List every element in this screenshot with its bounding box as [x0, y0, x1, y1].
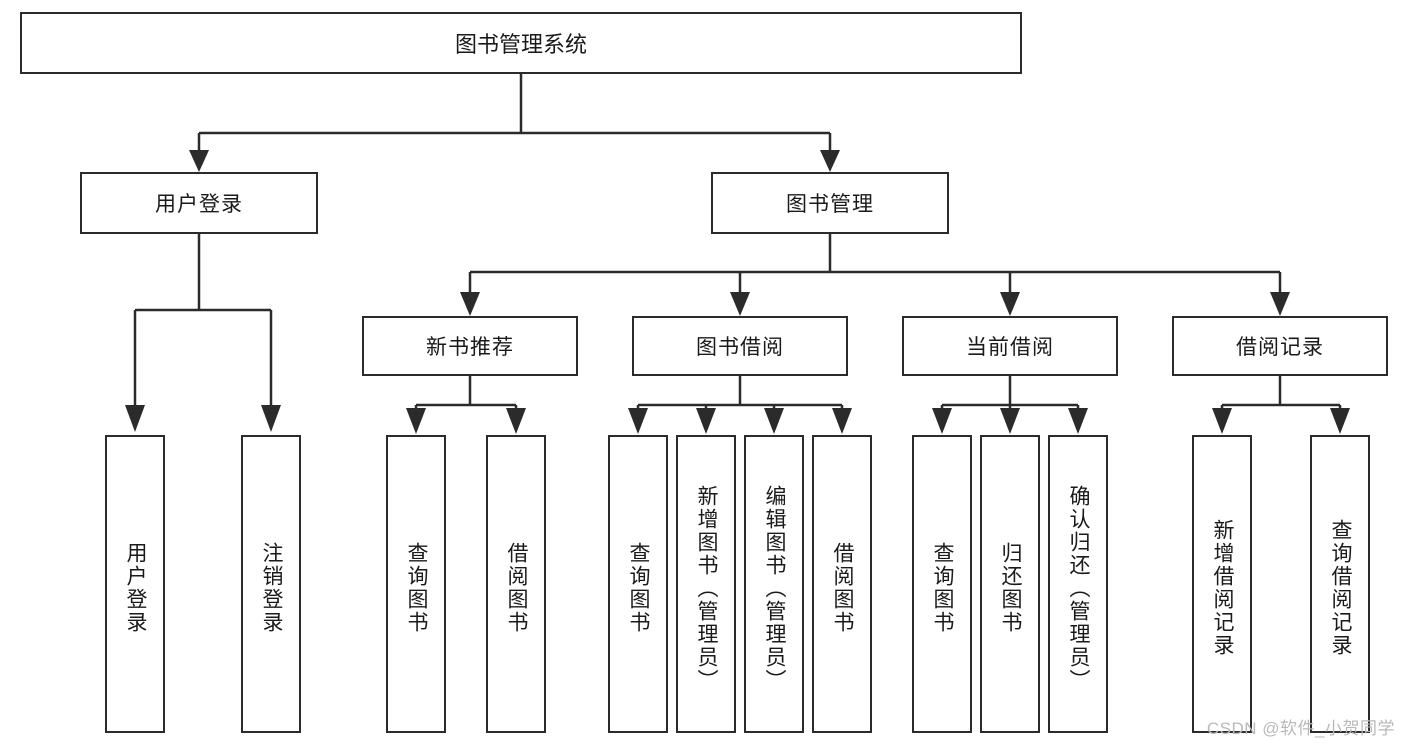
node-label: 新书推荐 [426, 336, 514, 359]
node-leaf-user-logout[interactable]: 注销登录 [241, 435, 301, 733]
node-current-borrow[interactable]: 当前借阅 [902, 316, 1118, 376]
node-leaf-query-book-1[interactable]: 查询图书 [386, 435, 446, 733]
node-leaf-borrow-book-1[interactable]: 借阅图书 [486, 435, 546, 733]
node-user-login[interactable]: 用户登录 [80, 172, 318, 234]
node-label: 借阅记录 [1236, 336, 1324, 359]
node-label: 图书管理系统 [454, 32, 587, 57]
node-leaf-add-record[interactable]: 新增借阅记录 [1192, 435, 1252, 733]
node-leaf-add-book[interactable]: 新增图书（管理员） [676, 435, 736, 733]
node-borrow-record[interactable]: 借阅记录 [1172, 316, 1388, 376]
node-leaf-edit-book[interactable]: 编辑图书（管理员） [744, 435, 804, 733]
node-label: 注销登录 [260, 542, 284, 634]
node-label: 查询借阅记录 [1329, 519, 1353, 657]
node-label: 查询图书 [627, 542, 651, 634]
node-label: 用户登录 [124, 542, 148, 634]
node-leaf-query-book-3[interactable]: 查询图书 [912, 435, 972, 733]
node-leaf-return-book[interactable]: 归还图书 [980, 435, 1040, 733]
node-label: 借阅图书 [831, 542, 855, 634]
node-leaf-query-book-2[interactable]: 查询图书 [608, 435, 668, 733]
node-label: 查询图书 [931, 542, 955, 634]
node-label: 图书管理 [786, 193, 874, 216]
node-leaf-borrow-book-2[interactable]: 借阅图书 [812, 435, 872, 733]
node-label: 新增借阅记录 [1211, 519, 1235, 657]
node-root-book-management-system[interactable]: 图书管理系统 [20, 12, 1022, 74]
node-label: 用户登录 [155, 193, 243, 216]
node-leaf-query-record[interactable]: 查询借阅记录 [1310, 435, 1370, 733]
node-label: 当前借阅 [966, 336, 1054, 359]
node-label: 编辑图书（管理员） [763, 484, 787, 692]
node-label: 借阅图书 [505, 542, 529, 634]
node-leaf-confirm-return[interactable]: 确认归还（管理员） [1048, 435, 1108, 733]
node-book-borrow[interactable]: 图书借阅 [632, 316, 848, 376]
csdn-watermark: CSDN @软件_小贺同学 [1206, 719, 1395, 738]
node-leaf-user-login[interactable]: 用户登录 [105, 435, 165, 733]
node-label: 归还图书 [999, 542, 1023, 634]
node-new-book-recommend[interactable]: 新书推荐 [362, 316, 578, 376]
node-label: 新增图书（管理员） [695, 484, 719, 692]
node-label: 确认归还（管理员） [1067, 484, 1091, 692]
node-label: 查询图书 [405, 542, 429, 634]
node-book-manage[interactable]: 图书管理 [711, 172, 949, 234]
node-label: 图书借阅 [696, 336, 784, 359]
